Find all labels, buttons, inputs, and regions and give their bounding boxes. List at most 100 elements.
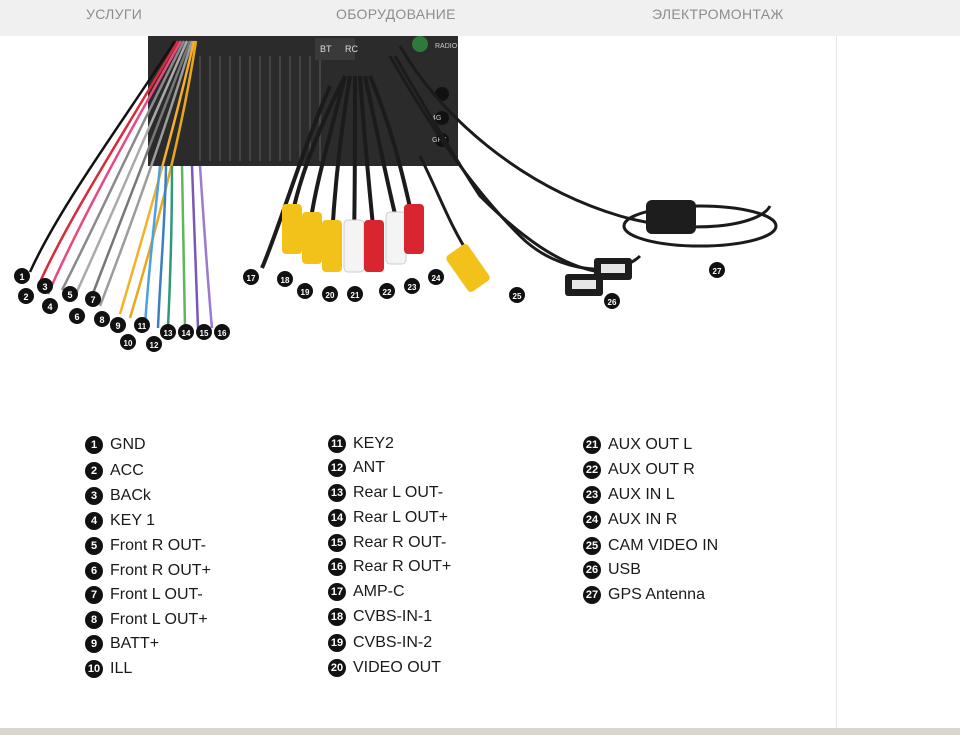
svg-text:9: 9 [115, 321, 120, 331]
port-label-gps: GPS [432, 137, 447, 144]
number-badge: 7 [85, 586, 103, 604]
callout-11: 11 [134, 317, 150, 333]
number-badge: 12 [328, 459, 346, 477]
number-badge: 20 [328, 659, 346, 677]
svg-text:12: 12 [150, 341, 159, 350]
legend-item: 7 Front L OUT- [85, 585, 203, 605]
svg-text:18: 18 [281, 276, 290, 285]
number-badge: 16 [328, 558, 346, 576]
number-badge: 23 [583, 486, 601, 504]
callout-1: 1 [14, 268, 30, 284]
nav-link-equipment[interactable]: ОБОРУДОВАНИЕ [336, 6, 456, 22]
rca-plugs [282, 204, 424, 273]
legend-item: 3 BACk [85, 486, 151, 506]
legend-label: Rear R OUT+ [353, 558, 452, 575]
legend-item: 4 KEY 1 [85, 511, 155, 531]
legend-label: ACC [110, 462, 144, 479]
legend-label: AUX OUT R [608, 461, 695, 478]
legend-label: AUX IN R [608, 511, 678, 528]
legend-label: BATT+ [110, 635, 160, 652]
callout-13: 13 [160, 324, 176, 340]
legend-item: 1 GND [85, 435, 146, 455]
callout-20: 20 [322, 286, 338, 302]
number-badge: 21 [583, 436, 601, 454]
number-badge: 13 [328, 484, 346, 502]
number-badge: 3 [85, 487, 103, 505]
svg-text:23: 23 [408, 283, 417, 292]
callout-8: 8 [94, 311, 110, 327]
legend-label: CVBS-IN-1 [353, 608, 433, 625]
callout-4: 4 [42, 298, 58, 314]
svg-text:24: 24 [432, 274, 441, 283]
callout-12: 12 [146, 336, 162, 352]
callout-15: 15 [196, 324, 212, 340]
callout-14: 14 [178, 324, 194, 340]
legend-label: Rear R OUT- [353, 534, 447, 551]
legend-label: BACk [110, 487, 151, 504]
svg-text:10: 10 [124, 339, 133, 348]
callout-3: 3 [37, 278, 53, 294]
legend-label: Front R OUT+ [110, 562, 211, 579]
callout-24: 24 [428, 269, 444, 285]
svg-text:5: 5 [67, 290, 72, 300]
number-badge: 8 [85, 611, 103, 629]
legend-label: GPS Antenna [608, 586, 705, 603]
number-badge: 10 [85, 660, 103, 678]
legend-item: 2 ACC [85, 461, 144, 481]
nav-link-services[interactable]: УСЛУГИ [86, 6, 143, 22]
legend-item: 15 Rear R OUT- [328, 533, 446, 553]
legend-label: CVBS-IN-2 [353, 634, 433, 651]
callout-2: 2 [18, 288, 34, 304]
callout-27: 27 [709, 262, 725, 278]
legend-label: ILL [110, 660, 133, 677]
svg-text:7: 7 [90, 295, 95, 305]
port-label-bt: BT [320, 44, 332, 54]
callout-17: 17 [243, 269, 259, 285]
wiring-diagram-image: RC BT RADIO 4G GPS [14, 36, 778, 352]
camera-rca-plug [446, 244, 490, 292]
svg-text:3: 3 [42, 282, 47, 292]
number-badge: 15 [328, 534, 346, 552]
legend-label: AUX IN L [608, 486, 675, 503]
svg-text:25: 25 [513, 292, 522, 301]
legend-label: ANT [353, 459, 385, 476]
legend-item: 27 GPS Antenna [583, 585, 705, 605]
power-speaker-harness [28, 40, 214, 329]
svg-text:20: 20 [326, 291, 335, 300]
svg-text:22: 22 [383, 288, 392, 297]
number-badge: 17 [328, 583, 346, 601]
usb-connectors [565, 258, 632, 296]
bottom-bar [0, 728, 960, 735]
legend-label: Front L OUT- [110, 586, 203, 603]
callout-26: 26 [604, 293, 620, 309]
callout-25: 25 [509, 287, 525, 303]
number-badge: 27 [583, 586, 601, 604]
callout-16: 16 [214, 324, 230, 340]
legend-label: GND [110, 436, 146, 453]
legend-label: KEY2 [353, 435, 394, 452]
svg-text:6: 6 [74, 312, 79, 322]
svg-text:2: 2 [23, 292, 28, 302]
gps-antenna-icon [622, 200, 778, 248]
legend-label: Front R OUT- [110, 537, 207, 554]
number-badge: 4 [85, 512, 103, 530]
svg-text:17: 17 [247, 274, 256, 283]
callout-19: 19 [297, 283, 313, 299]
svg-text:11: 11 [138, 322, 147, 331]
number-badge: 11 [328, 435, 346, 453]
legend-item: 6 Front R OUT+ [85, 561, 211, 581]
svg-text:21: 21 [351, 291, 360, 300]
number-badge: 2 [85, 462, 103, 480]
number-badge: 1 [85, 436, 103, 454]
number-badge: 6 [85, 562, 103, 580]
nav-link-electrical[interactable]: ЭЛЕКТРОМОНТАЖ [652, 6, 784, 22]
svg-text:26: 26 [608, 298, 617, 307]
legend-label: KEY 1 [110, 512, 156, 529]
